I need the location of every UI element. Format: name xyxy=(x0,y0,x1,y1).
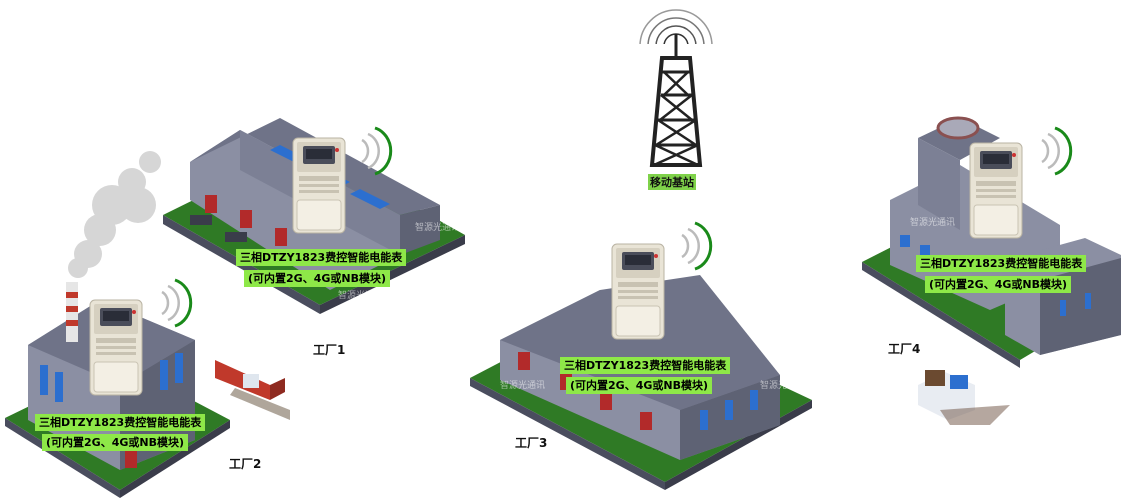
factory-4-label: 工厂4 xyxy=(888,342,921,356)
meter-label-line2: (可内置2G、4G或NB模块) xyxy=(566,377,713,394)
watermark: 智源光通讯 xyxy=(760,381,806,391)
meter-label-line1: 三相DTZY1823费控智能电能表 xyxy=(560,357,731,374)
factory-1-label: 工厂1 xyxy=(313,343,346,357)
meter-factory-1 xyxy=(292,137,346,234)
meter-label-line1: 三相DTZY1823费控智能电能表 xyxy=(916,255,1087,272)
meter-label-line2: (可内置2G、4G或NB模块) xyxy=(925,276,1072,293)
watermark: 智源光通讯 xyxy=(500,381,546,391)
truck-red xyxy=(215,360,290,420)
base-station-tower xyxy=(626,9,726,167)
meter-factory-3 xyxy=(611,243,665,340)
signal-icon-factory-4 xyxy=(1040,126,1073,176)
meter-label-line1: 三相DTZY1823费控智能电能表 xyxy=(35,414,206,431)
meter-label-line2: (可内置2G、4G或NB模块) xyxy=(244,270,391,287)
delivery-van xyxy=(918,370,1010,425)
factory-2-label: 工厂2 xyxy=(229,457,262,471)
factory-3-building xyxy=(470,275,812,490)
signal-icon-factory-3 xyxy=(680,221,713,271)
signal-icon-factory-2 xyxy=(160,278,193,328)
watermark: 智源光通讯 xyxy=(338,291,384,301)
meter-factory-2 xyxy=(89,299,143,396)
meter-label-line1: 三相DTZY1823费控智能电能表 xyxy=(236,249,407,266)
factory-3-label: 工厂3 xyxy=(515,436,548,450)
watermark: 智源光通讯 xyxy=(415,223,461,233)
meter-label-line2: (可内置2G、4G或NB模块) xyxy=(42,434,189,451)
watermark: 智源光通讯 xyxy=(910,218,956,228)
station-label: 移动基站 xyxy=(648,174,696,190)
meter-factory-4 xyxy=(969,142,1023,239)
